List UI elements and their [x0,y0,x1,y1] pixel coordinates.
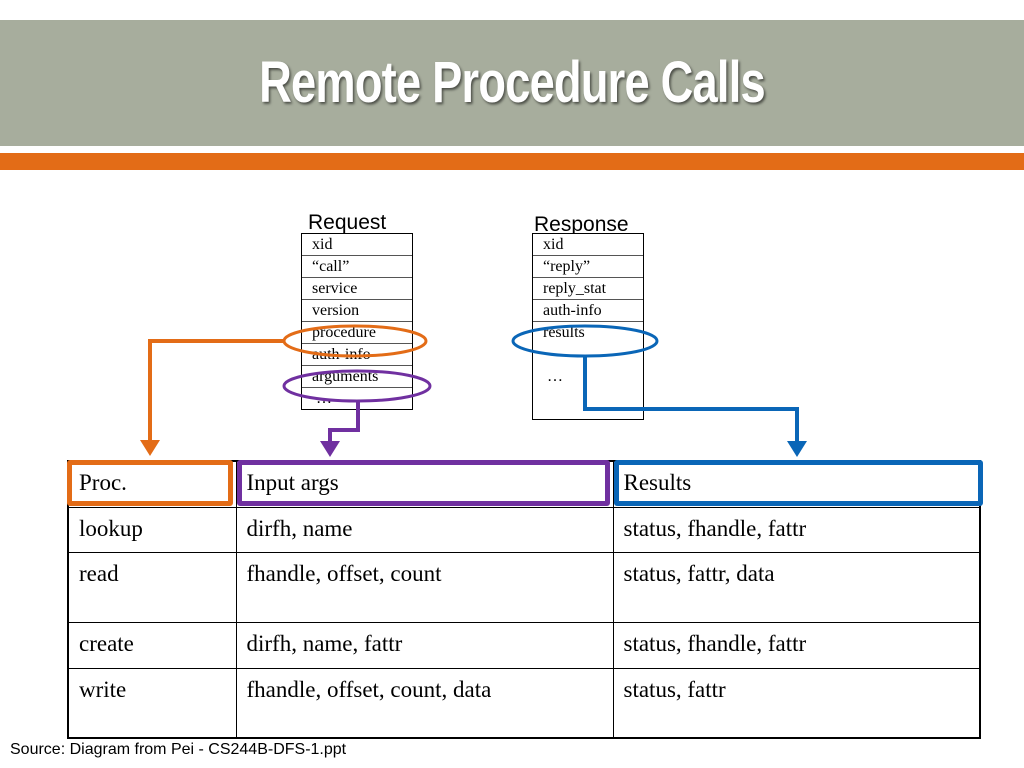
source-caption: Source: Diagram from Pei - CS244B-DFS-1.… [10,741,347,758]
cell-results: status, fhandle, fattr [612,621,981,669]
procedure-arrow-line [148,339,284,440]
request-field-service: service [302,278,412,300]
cell-results: status, fattr [612,667,981,739]
proc-header-highlight [67,460,233,506]
title-bar: Remote Procedure Calls [0,20,1024,146]
header-proc: Proc. [67,460,237,508]
results-arrow-line [583,356,799,441]
response-field-reply: “reply” [533,256,643,278]
request-packet: xid “call” service version procedure aut… [301,233,413,410]
arguments-highlight-ellipse [282,369,432,403]
slide-title: Remote Procedure Calls [259,50,766,115]
results-header-highlight [614,460,983,506]
request-field-version: version [302,300,412,322]
cell-proc: read [67,551,237,623]
request-label: Request [308,211,387,234]
response-field-xid: xid [533,234,643,256]
table-row: create dirfh, name, fattr status, fhandl… [67,621,981,669]
header-results: Results [612,460,981,508]
table-row: lookup dirfh, name status, fhandle, fatt… [67,506,981,553]
cell-input-args: fhandle, offset, count [235,551,614,623]
cell-results: status, fhandle, fattr [612,506,981,553]
cell-proc: write [67,667,237,739]
cell-proc: create [67,621,237,669]
table-row: write fhandle, offset, count, data statu… [67,667,981,739]
response-field-ellipsis: … [547,368,563,385]
arguments-arrow-head [320,441,340,457]
header-input-args: Input args [235,460,614,508]
procedure-highlight-ellipse [282,324,428,358]
input-args-header-highlight [237,460,610,506]
cell-input-args: fhandle, offset, count, data [235,667,614,739]
table-row: read fhandle, offset, count status, fatt… [67,551,981,623]
procedure-arrow-head [140,440,160,456]
cell-results: status, fattr, data [612,551,981,623]
response-field-reply-stat: reply_stat [533,278,643,300]
results-highlight-ellipse [511,324,659,358]
request-field-call: “call” [302,256,412,278]
request-field-xid: xid [302,234,412,256]
table-header-row: Proc. Input args Results [67,460,981,508]
cell-input-args: dirfh, name, fattr [235,621,614,669]
cell-input-args: dirfh, name [235,506,614,553]
accent-bar [0,153,1024,170]
rpc-procedure-table: Proc. Input args Results lookup dirfh, n… [67,460,981,739]
response-label: Response [534,213,629,236]
results-arrow-head [787,441,807,457]
arguments-arrow-line [328,401,360,441]
response-field-auth-info: auth-info [533,300,643,322]
cell-proc: lookup [67,506,237,553]
